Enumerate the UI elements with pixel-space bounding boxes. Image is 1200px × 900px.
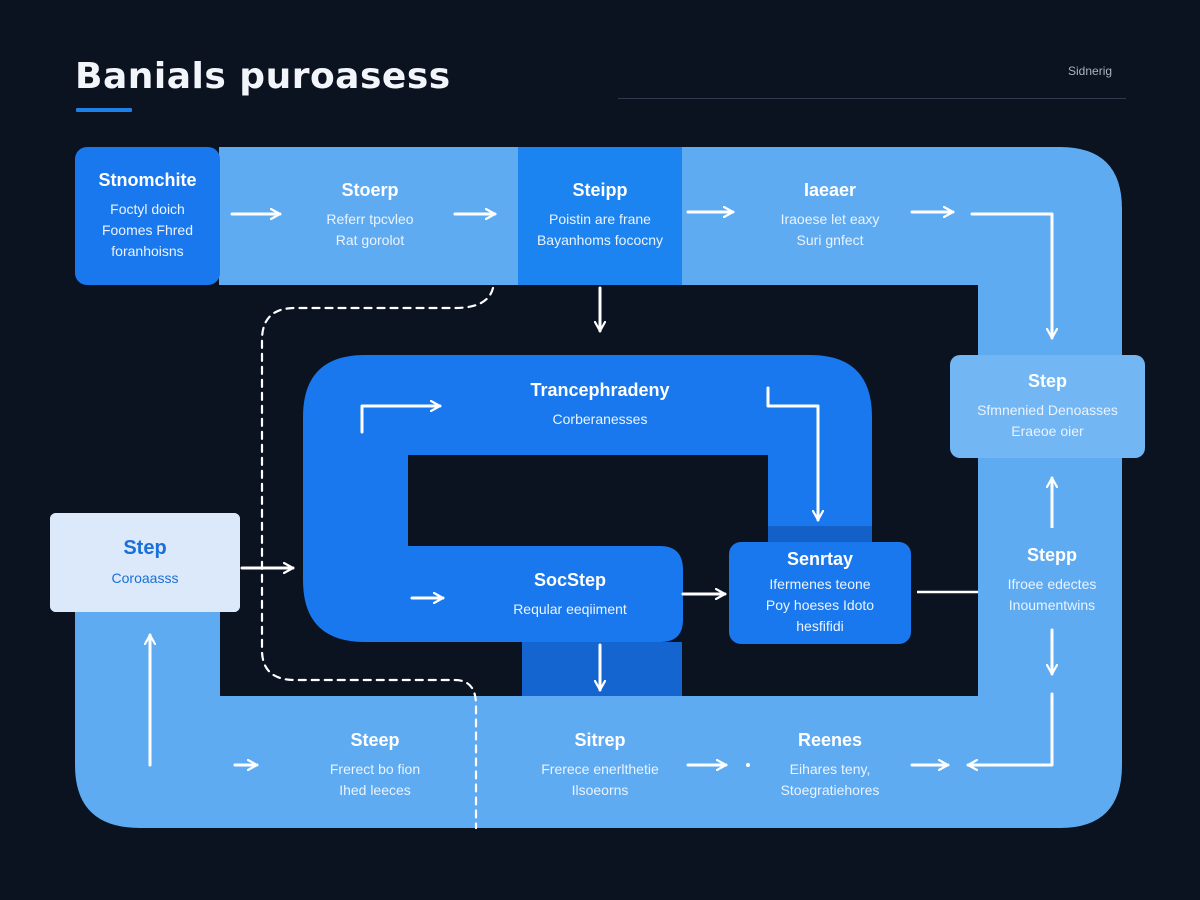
node-right-box[interactable]: Senrtay Ifermenes teone Poy hoeses Idoto… bbox=[729, 542, 911, 644]
loop-bottom-stub bbox=[522, 642, 682, 696]
node-top-1-title: Stoerp bbox=[341, 179, 399, 200]
node-bottom-3-line-2: Stoegratiehores bbox=[780, 781, 880, 798]
node-top-1-line-2: Rat gorolot bbox=[335, 231, 405, 248]
node-top-2-line-2: Bayanhoms fococny bbox=[536, 231, 664, 248]
node-top-1-line-1: Referr tpcvleo bbox=[326, 210, 414, 227]
node-start-line-1: Foctyl doich bbox=[110, 201, 185, 217]
node-right-lower-title: Stepp bbox=[1026, 544, 1077, 565]
node-right-step[interactable]: Step Sfmnenied Denoasses Eraeoe oier bbox=[950, 355, 1145, 458]
node-right-step-line-2: Eraeoe oier bbox=[1011, 423, 1084, 439]
node-bottom-3-line-1: Eihares teny, bbox=[789, 760, 871, 777]
arrow-loop-right-down bbox=[766, 386, 818, 522]
title-underline bbox=[76, 108, 132, 112]
dot-bottom-3 bbox=[746, 763, 750, 767]
node-top-3-title: Iaeaer bbox=[803, 179, 857, 200]
node-bottom-2-line-1: Frerece enerlthetie bbox=[541, 760, 659, 777]
node-left-step-title: Step bbox=[123, 536, 167, 559]
node-right-lower[interactable]: Stepp Ifroee edectes Inoumentwins bbox=[982, 540, 1122, 620]
node-right-step-title: Step bbox=[1027, 371, 1067, 391]
node-left-step-line-1: Coroaasss bbox=[111, 569, 179, 586]
node-top-2[interactable]: Steipp Poistin are frane Bayanhoms fococ… bbox=[518, 170, 682, 260]
node-inner-step-line-1: Reqular eeqiiment bbox=[513, 601, 627, 617]
node-top-2-line-1: Poistin are frane bbox=[549, 210, 651, 227]
node-bottom-2-title: Sitrep bbox=[574, 729, 626, 750]
node-top-2-title: Steipp bbox=[572, 179, 628, 200]
center-loop-shape bbox=[303, 355, 872, 642]
arrow-bottom-right-corner bbox=[966, 692, 1054, 765]
node-start[interactable]: Stnomchite Foctyl doich Foomes Fhred for… bbox=[75, 147, 220, 285]
node-bottom-1-line-1: Frerect bo fion bbox=[329, 760, 421, 777]
node-inner-step-title: SocStep bbox=[533, 570, 607, 590]
node-start-line-3: foranhoisns bbox=[111, 243, 184, 259]
node-center-loop-title: Trancephradeny bbox=[530, 380, 670, 400]
arrow-top-corner bbox=[970, 212, 1052, 340]
node-top-3-line-1: Iraoese let eaxy bbox=[780, 210, 880, 227]
loop-right-stub bbox=[768, 526, 872, 542]
node-bottom-2-line-2: Ilsoeorns bbox=[571, 781, 629, 798]
node-center-loop-line-1: Corberanesses bbox=[552, 411, 648, 427]
start-node-bg bbox=[75, 147, 220, 285]
header-right-label: Sidnerig bbox=[1068, 64, 1113, 78]
node-top-3[interactable]: Iaeaer Iraoese let eaxy Suri gnfect bbox=[745, 170, 915, 260]
right-box-bg bbox=[729, 542, 911, 644]
node-top-3-line-2: Suri gnfect bbox=[796, 231, 864, 248]
dashed-connector bbox=[260, 286, 495, 830]
node-right-box-line-1: Ifermenes teone bbox=[769, 576, 871, 592]
node-bottom-3[interactable]: Reenes Eihares teny, Stoegratiehores bbox=[745, 722, 915, 808]
node-start-line-2: Foomes Fhred bbox=[101, 222, 194, 238]
page-title: Banials puroasess bbox=[75, 56, 451, 97]
header-divider bbox=[618, 98, 1126, 99]
node-left-step[interactable]: Step Coroaasss bbox=[50, 513, 240, 612]
node-inner-step[interactable]: SocStep Reqular eeqiiment bbox=[470, 560, 670, 630]
arrow-loop-top-left bbox=[360, 406, 442, 434]
node-bottom-2[interactable]: Sitrep Frerece enerlthetie Ilsoeorns bbox=[500, 722, 700, 808]
right-step-card-bg bbox=[950, 355, 1145, 458]
node-bottom-1-line-2: Ihed leeces bbox=[339, 781, 411, 798]
node-right-step-line-1: Sfmnenied Denoasses bbox=[977, 402, 1118, 418]
node-right-box-line-3: hesfifidi bbox=[796, 618, 844, 634]
top-step-highlight bbox=[518, 147, 682, 285]
node-bottom-1[interactable]: Steep Frerect bo fion Ihed leeces bbox=[295, 722, 455, 808]
node-top-1[interactable]: Stoerp Referr tpcvleo Rat gorolot bbox=[290, 170, 450, 260]
node-right-box-line-2: Poy hoeses Idoto bbox=[765, 597, 875, 613]
node-right-box-title: Senrtay bbox=[786, 549, 854, 569]
node-right-lower-line-2: Inoumentwins bbox=[1008, 596, 1096, 613]
node-bottom-3-title: Reenes bbox=[797, 729, 863, 750]
node-center-loop[interactable]: Trancephradeny Corberanesses bbox=[440, 370, 760, 440]
node-bottom-1-title: Steep bbox=[350, 729, 400, 750]
node-right-lower-line-1: Ifroee edectes bbox=[1007, 575, 1097, 592]
node-start-title: Stnomchite bbox=[98, 170, 197, 190]
